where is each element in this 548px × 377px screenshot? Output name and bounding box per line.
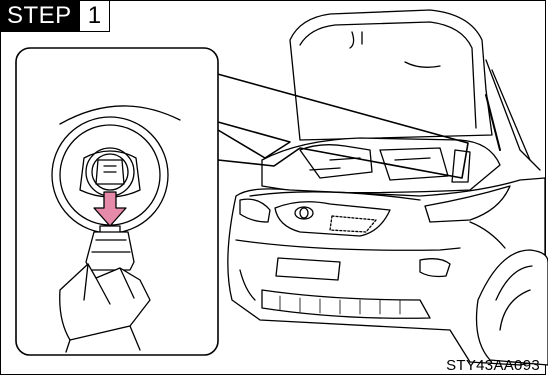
detail-callout-box [16, 48, 218, 355]
open-hood [290, 10, 492, 140]
car-illustration [228, 10, 548, 365]
figure-code: STY43AA093 [446, 357, 540, 374]
wire-connector [86, 232, 134, 270]
